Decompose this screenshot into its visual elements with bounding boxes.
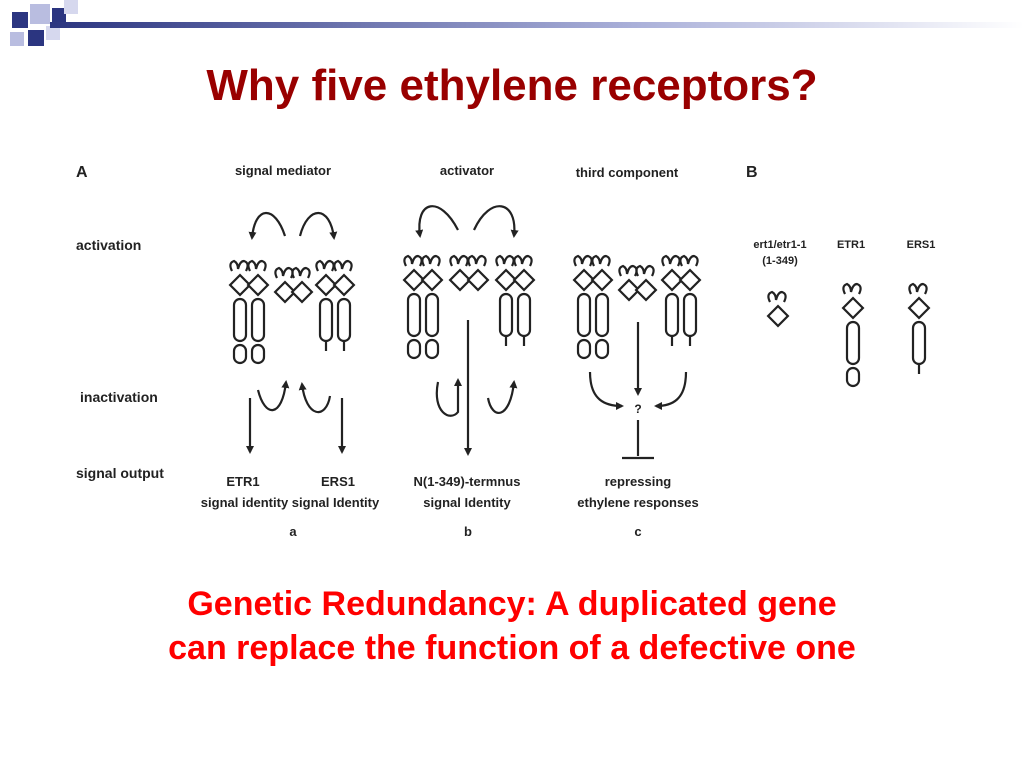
caption-line-1: Genetic Redundancy: A duplicated gene bbox=[187, 585, 837, 623]
model-a-output-etr1: ETR1 bbox=[226, 474, 259, 489]
model-a-output-ers1: ERS1 bbox=[321, 474, 355, 489]
caption-line-2: can replace the function of a defective … bbox=[168, 629, 856, 668]
panel-b-col3: ERS1 bbox=[907, 239, 936, 251]
row-label-signal-output: signal output bbox=[76, 465, 164, 481]
row-label-inactivation: inactivation bbox=[80, 389, 158, 405]
model-b-output: N(1-349)-termnus bbox=[414, 474, 521, 489]
slide-title: Why five ethylene receptors? bbox=[206, 61, 818, 110]
model-a-receptors bbox=[229, 259, 355, 365]
panel-b-col1-line2: (1-349) bbox=[762, 255, 798, 267]
row-label-activation: activation bbox=[76, 237, 141, 253]
model-c-output-2: ethylene responses bbox=[577, 495, 698, 510]
model-c-letter: c bbox=[634, 524, 641, 539]
model-c-heading: third component bbox=[576, 165, 679, 180]
caption: Genetic Redundancy: A duplicated gene ca… bbox=[0, 582, 1024, 670]
panel-b-receptors bbox=[767, 282, 930, 388]
panel-b-label: B bbox=[746, 164, 758, 181]
corner-decoration bbox=[0, 0, 1024, 60]
model-c-output-1: repressing bbox=[605, 474, 672, 489]
model-a-heading: signal mediator bbox=[235, 163, 331, 178]
model-a-letter: a bbox=[289, 524, 297, 539]
model-b-identity: signal Identity bbox=[423, 495, 511, 510]
panel-b-col1-line1: ert1/etr1-1 bbox=[753, 239, 806, 251]
model-c-question: ? bbox=[634, 402, 641, 416]
panel-a-label: A bbox=[76, 164, 88, 181]
model-b-heading: activator bbox=[440, 163, 494, 178]
receptor-model-figure: A B activation inactivation signal outpu… bbox=[76, 163, 936, 539]
model-b-letter: b bbox=[464, 524, 472, 539]
model-a-identity: signal identity signal Identity bbox=[201, 495, 380, 510]
panel-b-col2: ETR1 bbox=[837, 239, 865, 251]
